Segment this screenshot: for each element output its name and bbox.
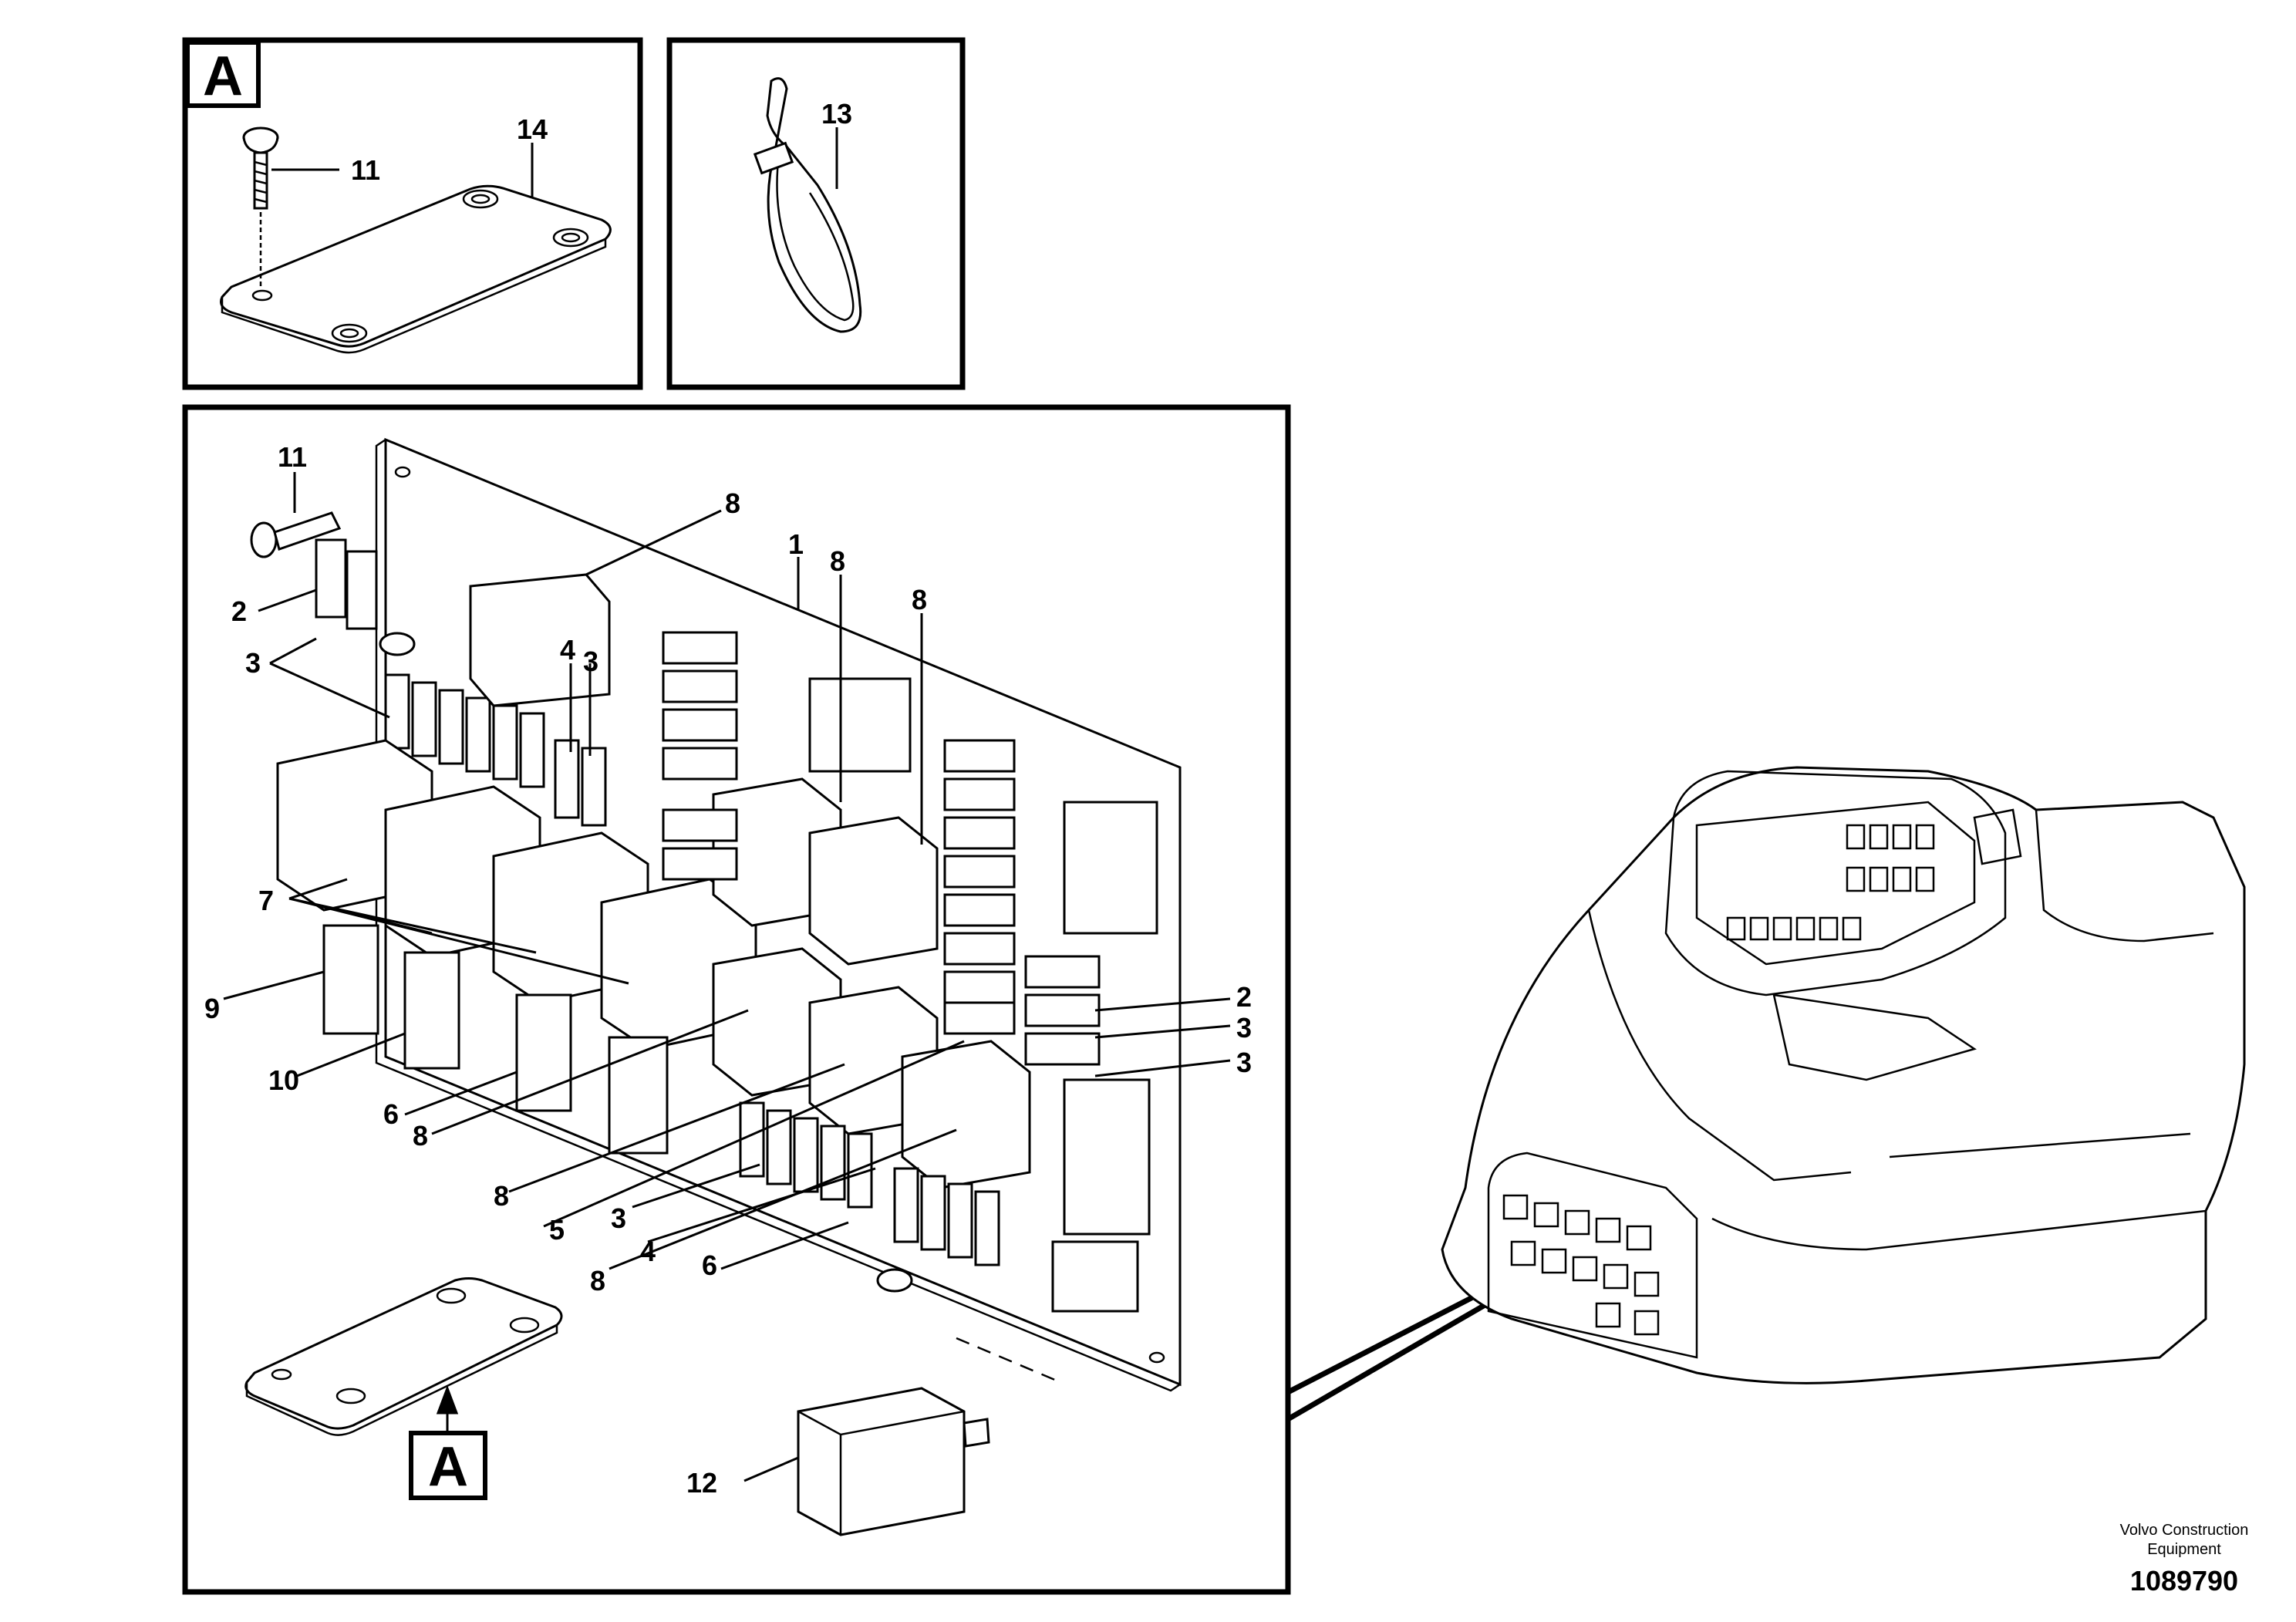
callout-10: 10: [268, 1064, 299, 1096]
main-view-panel: A 11: [182, 404, 1291, 1595]
cover-letter-box: [409, 1431, 487, 1500]
small-relays: [322, 924, 669, 1155]
footer-company-line2: Equipment: [2147, 1541, 2221, 1558]
callout-3-b: 3: [583, 646, 598, 677]
callout-1: 1: [788, 528, 804, 560]
right-connectors: [943, 739, 1158, 1236]
console-button-grid: [1726, 824, 1935, 941]
detail-a-letter-box: [185, 40, 261, 108]
callout-11-a: 11: [351, 154, 380, 186]
footer: Volvo Construction Equipment 1089790: [2120, 1522, 2249, 1597]
callout-3-c: 3: [611, 1202, 626, 1234]
dashboard-console-drawing: [1441, 766, 2246, 1384]
callout-3-e: 3: [1236, 1047, 1252, 1078]
cable-tie-panel: 13: [666, 37, 966, 390]
circuit-board-drawing: [250, 437, 1182, 1392]
loose-relay-drawing: [797, 1337, 1057, 1536]
cover-plate-drawing: [220, 184, 612, 354]
fuse-row-top: [315, 538, 607, 827]
callout-8-c: 8: [912, 584, 927, 615]
callout-6-b: 6: [702, 1249, 717, 1281]
detail-a-letter: A: [203, 46, 243, 107]
lower-cover-plate-drawing: [244, 1277, 563, 1436]
callout-8-f: 8: [590, 1265, 605, 1297]
callout-6-a: 6: [383, 1098, 399, 1130]
main-leader-lines: [223, 472, 1231, 1482]
screw-drawing: [242, 126, 279, 287]
callout-3-a: 3: [245, 647, 261, 679]
callout-7: 7: [258, 885, 274, 916]
footer-company-line1: Volvo Construction: [2120, 1522, 2249, 1539]
callout-9: 9: [204, 993, 220, 1024]
callout-8-d: 8: [413, 1120, 428, 1152]
cover-letter: A: [428, 1436, 468, 1498]
callout-3-d: 3: [1236, 1012, 1252, 1044]
callout-2-b: 2: [1236, 981, 1252, 1013]
callout-8-a: 8: [725, 487, 740, 519]
footer-part-id: 1089790: [2130, 1565, 2238, 1597]
detail-a-frame: [182, 37, 643, 390]
detail-a-panel: A 11 14: [182, 37, 643, 390]
board-screws: [250, 511, 1139, 1313]
callout-5: 5: [549, 1214, 565, 1246]
main-view-frame: [182, 404, 1291, 1595]
cable-tie-frame: [666, 37, 966, 390]
callout-14: 14: [517, 113, 548, 145]
middle-connectors: [662, 631, 912, 881]
callout-4-a: 4: [560, 634, 575, 666]
callout-8-e: 8: [494, 1180, 509, 1212]
cable-tie-drawing: [753, 77, 862, 333]
callout-4-b: 4: [640, 1236, 656, 1267]
console-electrical-box: [1502, 1194, 1660, 1336]
callout-12: 12: [686, 1467, 717, 1499]
callout-8-b: 8: [830, 545, 845, 577]
fuse-row-bottom: [739, 1101, 1000, 1266]
callout-2-a: 2: [231, 595, 247, 627]
callout-11: 11: [278, 441, 307, 473]
callout-13: 13: [821, 98, 852, 130]
